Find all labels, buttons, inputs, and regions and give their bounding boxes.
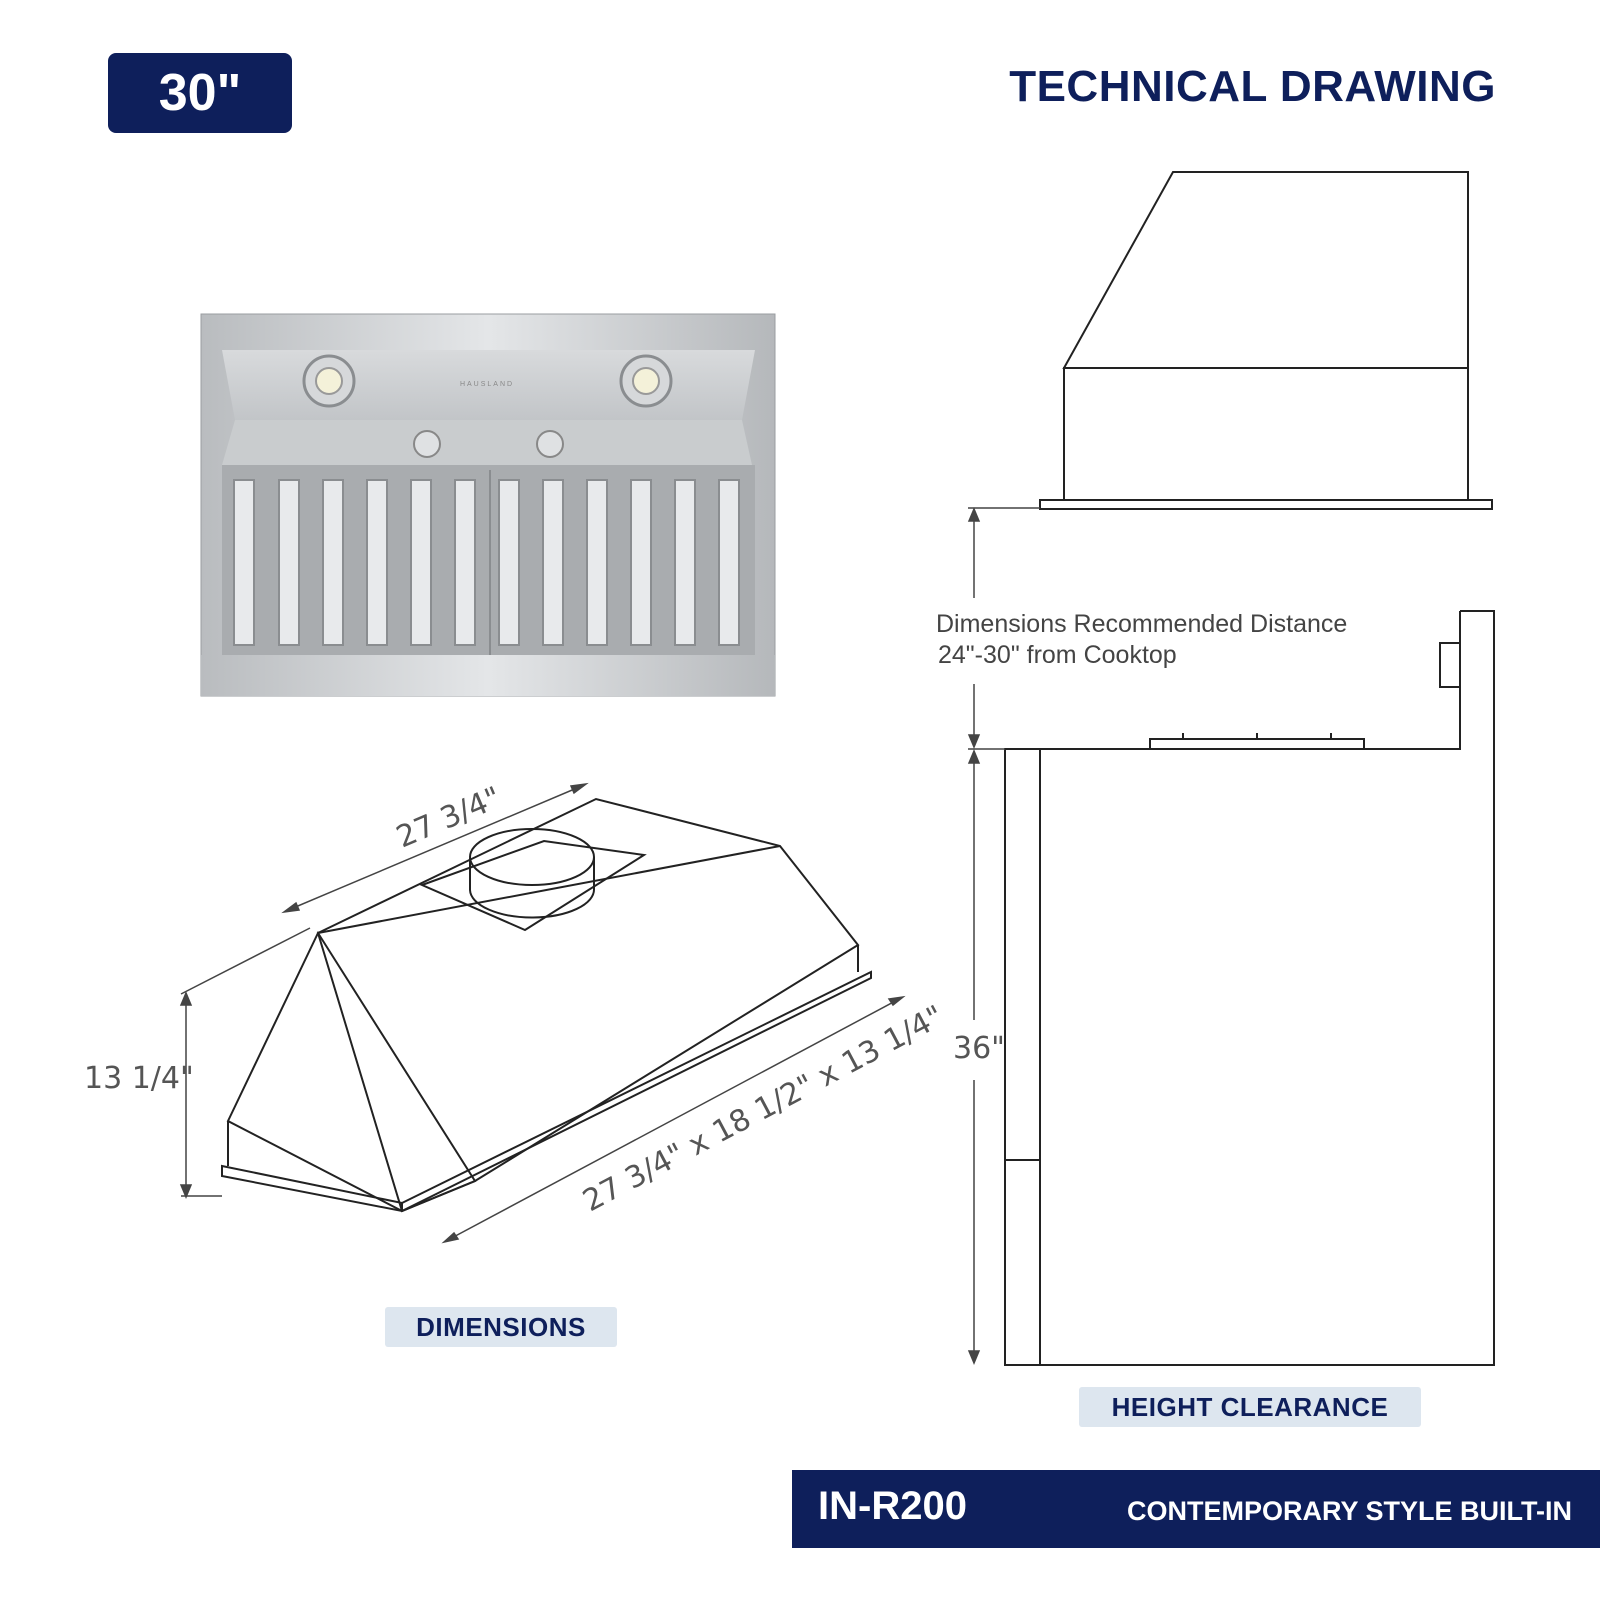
filter-baffles <box>233 470 740 655</box>
hood-brand-text: HAUSLAND <box>460 381 514 388</box>
clearance-text-line2: 24"-30" from Cooktop <box>938 641 1177 669</box>
side-elevation <box>1004 171 1495 1366</box>
page-title: TECHNICAL DRAWING <box>1009 62 1496 111</box>
clearance-dimension-lines <box>967 507 1040 1365</box>
height-clearance-section-label: HEIGHT CLEARANCE <box>1079 1387 1421 1427</box>
knob-left-icon <box>413 430 441 458</box>
size-badge: 30" <box>108 53 292 133</box>
height-label: 13 1/4" <box>84 1061 194 1096</box>
knob-right-icon <box>536 430 564 458</box>
footer-bar: IN-R200 CONTEMPORARY STYLE BUILT-IN <box>792 1470 1600 1548</box>
top-width-label: 27 3/4" <box>391 780 506 855</box>
clearance-text-line1: Dimensions Recommended Distance <box>936 610 1348 638</box>
dimensions-section-label: DIMENSIONS <box>385 1307 617 1347</box>
product-description: CONTEMPORARY STYLE BUILT-IN <box>1126 1496 1572 1526</box>
hood-photo <box>200 313 776 697</box>
counter-height-label: 36" <box>953 1031 1005 1066</box>
light-right-icon <box>619 354 673 408</box>
iso-hood-drawing <box>221 797 872 1213</box>
model-number: IN-R200 <box>818 1484 967 1528</box>
iso-dimension-lines <box>179 782 906 1244</box>
light-left-icon <box>302 354 356 408</box>
